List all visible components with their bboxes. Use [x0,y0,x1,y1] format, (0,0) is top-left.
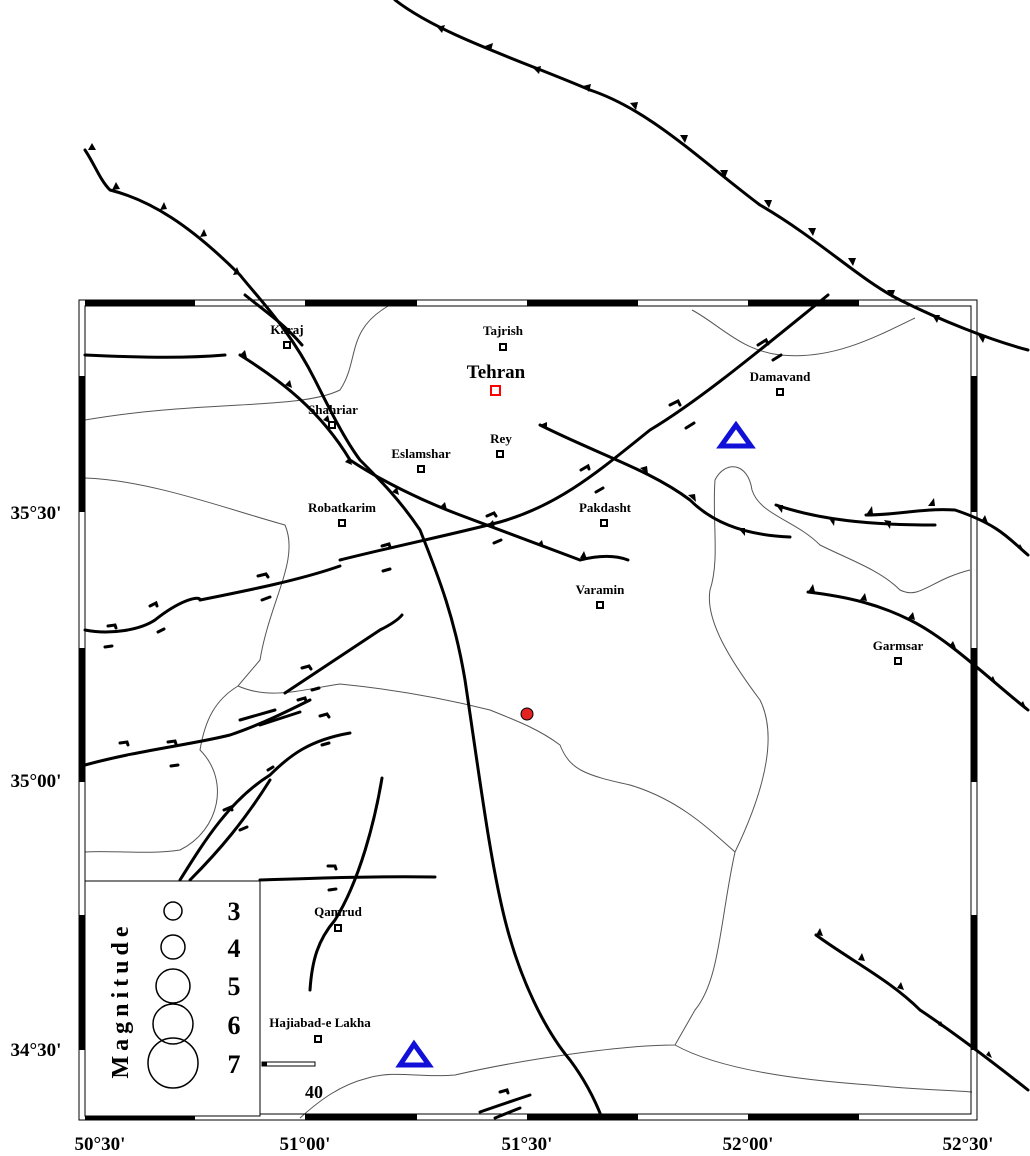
y-tick-label: 34°30' [11,1040,62,1061]
x-tick-label: 52°00' [723,1134,774,1155]
legend-level: 5 [228,972,241,1001]
square-icon [490,385,501,396]
boundaries [84,304,973,1119]
legend-level: 3 [228,897,241,926]
city-label: Pakdasht [579,500,632,515]
square-icon [600,519,608,527]
square-icon [894,657,902,665]
y-axis-labels: 35°30' 35°00' 34°30' [11,503,62,1061]
magnitude-legend: Magnitude 3 4 5 6 7 [84,880,261,1117]
city-rey: Rey [490,431,512,458]
city-karaj: Karaj [270,322,304,349]
square-icon [417,465,425,473]
city-damavand: Damavand [750,369,811,396]
x-tick-label: 51°30' [502,1134,553,1155]
legend-circle [160,934,186,960]
city-qamrud: Qamrud [314,904,363,932]
legend-circle [147,1037,199,1089]
city-hajiabad: Hajiabad-e Lakha [269,1015,371,1043]
square-icon [334,924,342,932]
faults [83,0,1030,1120]
city-tajrish: Tajrish [483,323,524,351]
city-label: Varamin [576,582,625,597]
square-icon [283,341,291,349]
legend-title: Magnitude [108,921,134,1078]
y-tick-label: 35°00' [11,771,62,792]
cities: Karaj Tajrish Tehran Damavand Shahriar R… [269,322,924,1043]
city-garmsar: Garmsar [873,638,924,665]
city-label: Damavand [750,369,811,384]
x-axis-labels: 50°30' 51°00' 51°30' 52°00' 52°30' [75,1134,994,1155]
map-frame [78,299,978,1121]
square-icon [496,450,504,458]
city-label: Hajiabad-e Lakha [269,1015,371,1030]
y-tick-label: 35°30' [11,503,62,524]
legend-level: 6 [228,1011,241,1040]
x-tick-label: 51°00' [280,1134,331,1155]
city-pakdasht: Pakdasht [579,500,632,527]
square-icon [499,343,507,351]
city-label: Qamrud [314,904,362,919]
city-varamin: Varamin [576,582,625,609]
square-icon [328,421,336,429]
square-icon [338,519,346,527]
triangle-icon [716,420,756,449]
legend-level: 7 [228,1050,241,1079]
circle-icon [520,707,534,721]
square-icon [776,388,784,396]
legend-level: 4 [228,934,241,963]
city-label: Shahriar [308,402,358,417]
city-eslamshar: Eslamshar [391,446,451,473]
thrust-teeth [88,25,1026,1058]
scale-bar: 40 [261,1061,323,1102]
city-tehran: Tehran [467,362,526,396]
stations [395,420,756,1068]
x-tick-label: 50°30' [75,1134,126,1155]
legend-circle [152,1003,194,1045]
scale-bar-label: 40 [305,1082,323,1102]
legend-circle [155,968,191,1004]
triangle-icon [395,1039,434,1068]
city-robatkarim: Robatkarim [308,500,376,527]
city-label: Robatkarim [308,500,376,515]
city-shahriar: Shahriar [308,402,358,429]
city-label: Karaj [270,322,303,337]
city-label: Garmsar [873,638,924,653]
x-tick-label: 52°30' [943,1134,994,1155]
strike-slip-arrows [103,337,783,1095]
city-label: Rey [490,431,512,446]
legend-circle [163,901,183,921]
square-icon [596,601,604,609]
capital-label: Tehran [467,362,526,383]
square-icon [314,1035,322,1043]
city-label: Tajrish [483,323,524,338]
city-label: Eslamshar [391,446,450,461]
